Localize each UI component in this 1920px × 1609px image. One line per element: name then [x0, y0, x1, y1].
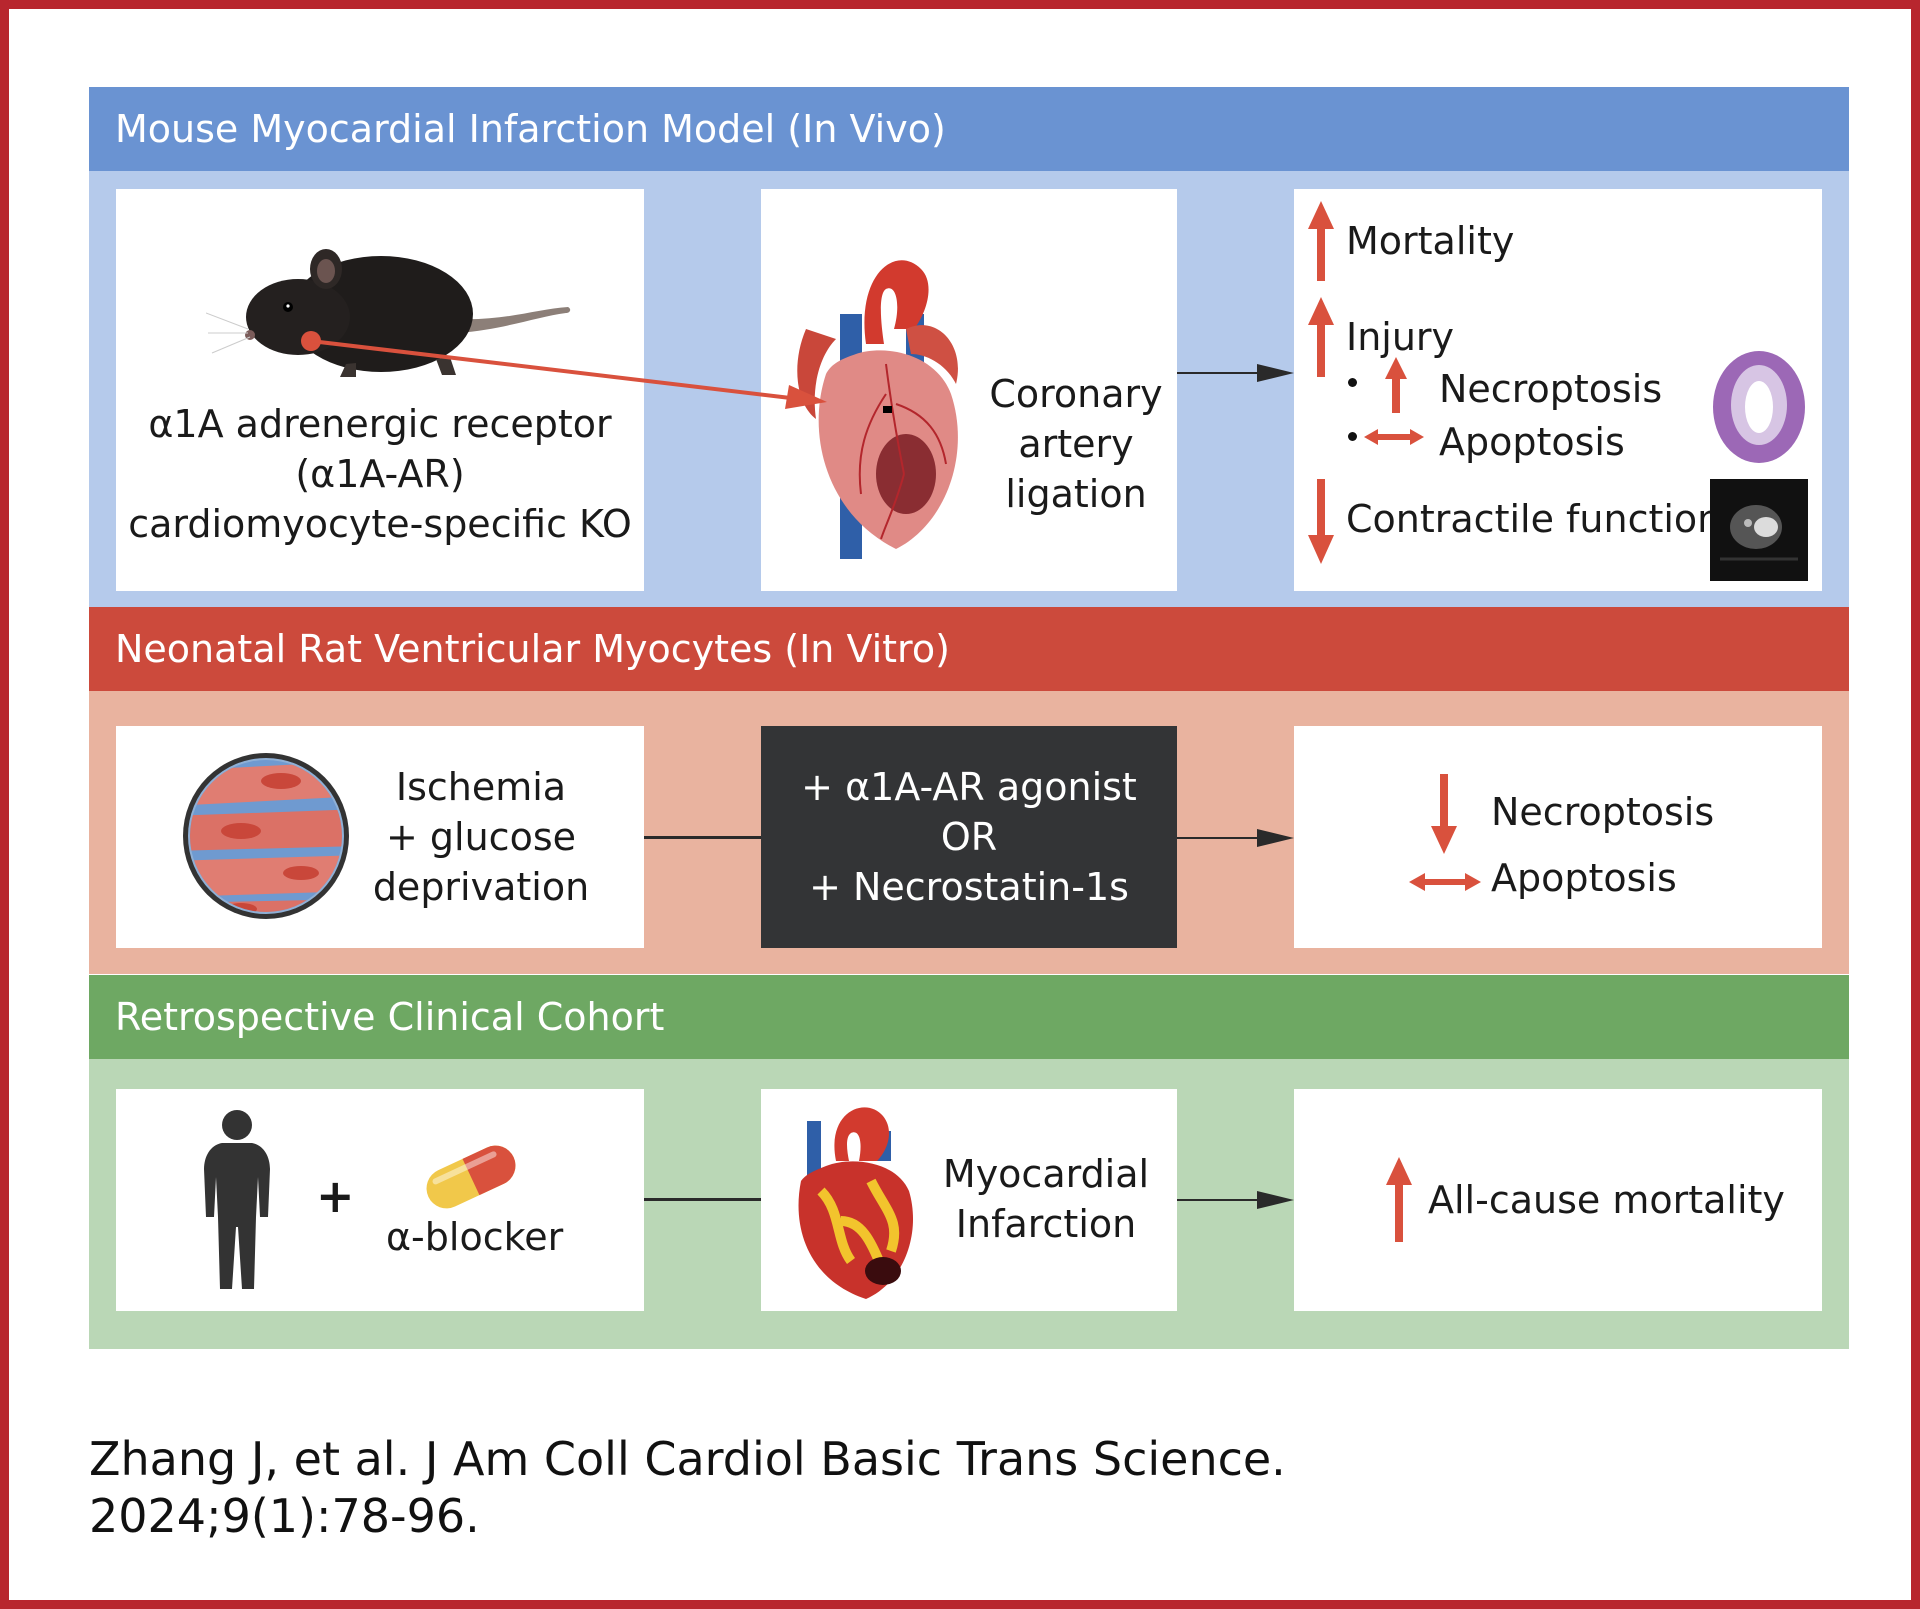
mi-line-1: Myocardial [942, 1152, 1150, 1196]
ischemia-line-3: deprivation [372, 865, 590, 909]
ischemia-to-treatment-line [644, 836, 761, 839]
ligation-line-1: Coronary [989, 372, 1163, 416]
cell-dish-icon [181, 751, 351, 921]
clinical-header: Retrospective Clinical Cohort [115, 995, 665, 1039]
patient-plus-sign: + [316, 1169, 355, 1223]
vitro-apoptosis-label: Apoptosis [1491, 856, 1677, 900]
apoptosis-label: Apoptosis [1439, 420, 1625, 464]
vitro-necroptosis-label: Necroptosis [1491, 790, 1715, 834]
apoptosis-bidirectional-arrow [1409, 873, 1481, 891]
treatment-box: + α1A-AR agonist OR + Necrostatin-1s [761, 726, 1177, 948]
necroptosis-label: Necroptosis [1439, 367, 1663, 411]
contractile-down-arrow [1308, 479, 1334, 564]
treatment-line-1: + α1A-AR agonist [801, 765, 1137, 809]
mortality-label: Mortality [1346, 219, 1515, 263]
all-cause-mortality-label: All-cause mortality [1428, 1178, 1785, 1222]
heart-ligation-icon [786, 234, 976, 564]
mri-scan-icon [1710, 479, 1808, 581]
clinical-header-bar: Retrospective Clinical Cohort [89, 975, 1849, 1059]
patient-box: + α-blocker [116, 1089, 644, 1311]
receptor-ko-box: α1A adrenergic receptor (α1A-AR) cardiom… [116, 189, 644, 591]
clinical-outcome-box: All-cause mortality [1294, 1089, 1822, 1311]
ligation-line-3: ligation [1005, 472, 1147, 516]
in-vitro-outcome-box: Necroptosis Apoptosis [1294, 726, 1822, 948]
ischemia-line-1: Ischemia [395, 765, 567, 809]
treatment-line-3: + Necrostatin-1s [809, 865, 1129, 909]
pill-capsule-icon [416, 1137, 526, 1217]
in-vivo-outcome-box: Mortality Injury Necroptosis Apoptosis C… [1294, 189, 1822, 591]
ligation-box: Coronary artery ligation [761, 189, 1177, 591]
treatment-text: + α1A-AR agonist OR + Necrostatin-1s [761, 762, 1177, 912]
receptor-line-2: (α1A-AR) [295, 452, 465, 496]
necroptosis-down-arrow [1431, 774, 1457, 854]
in-vivo-flow-arrow [1177, 364, 1294, 382]
alpha-blocker-label: α-blocker [386, 1215, 564, 1259]
ischemia-box: Ischemia + glucose deprivation [116, 726, 644, 948]
injury-up-arrow [1308, 297, 1334, 377]
person-silhouette-icon [202, 1107, 272, 1291]
clinical-flow-arrow [1177, 1191, 1294, 1209]
necroptosis-bullet [1348, 378, 1357, 387]
in-vivo-header: Mouse Myocardial Infarction Model (In Vi… [115, 107, 946, 151]
apoptosis-no-change-arrow [1364, 429, 1424, 445]
patient-to-mi-line [644, 1198, 761, 1201]
myocardial-infarction-box: Myocardial Infarction [761, 1089, 1177, 1311]
ko-to-heart-arrow [301, 331, 827, 409]
mi-line-2: Infarction [955, 1202, 1137, 1246]
ischemia-text: Ischemia + glucose deprivation [366, 762, 596, 912]
ligation-text: Coronary artery ligation [986, 369, 1166, 519]
heart-tissue-section-icon [1709, 347, 1809, 467]
receptor-line-3: cardiomyocyte-specific KO [128, 502, 632, 546]
in-vivo-header-bar: Mouse Myocardial Infarction Model (In Vi… [89, 87, 1849, 171]
injury-label: Injury [1346, 315, 1455, 359]
ligation-line-2: artery [1018, 422, 1134, 466]
all-cause-mortality-up-arrow [1386, 1157, 1412, 1242]
in-vitro-flow-arrow [1177, 829, 1294, 847]
apoptosis-bullet [1348, 432, 1357, 441]
receptor-ko-text: α1A adrenergic receptor (α1A-AR) cardiom… [116, 399, 644, 549]
mortality-up-arrow [1308, 201, 1334, 281]
ischemia-line-2: + glucose [386, 815, 576, 859]
necroptosis-up-arrow [1385, 357, 1407, 413]
contractile-label: Contractile function [1346, 497, 1722, 541]
infarcted-heart-icon [791, 1101, 921, 1301]
treatment-line-2: OR [940, 815, 998, 859]
mi-text: Myocardial Infarction [931, 1149, 1161, 1249]
citation: Zhang J, et al. J Am Coll Cardiol Basic … [89, 1432, 1286, 1543]
in-vitro-header-bar: Neonatal Rat Ventricular Myocytes (In Vi… [89, 607, 1849, 691]
receptor-line-1: α1A adrenergic receptor [148, 402, 612, 446]
in-vitro-header: Neonatal Rat Ventricular Myocytes (In Vi… [115, 627, 950, 671]
